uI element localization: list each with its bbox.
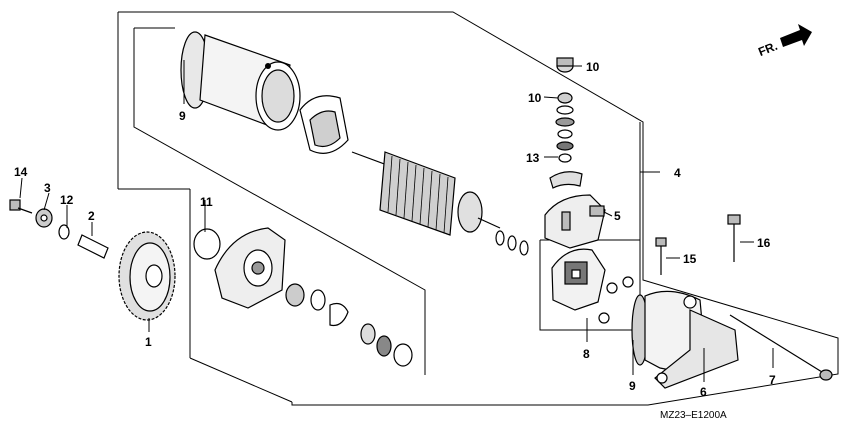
reduction-gear-part <box>118 231 176 321</box>
callout-6: 6 <box>700 385 707 399</box>
bolt-15-part <box>655 237 667 275</box>
armature-part <box>351 151 501 236</box>
diagram-code: MZ23–E1200A <box>660 410 727 421</box>
terminal-nut-top-part <box>556 57 574 73</box>
callout-16: 16 <box>757 236 771 250</box>
bolt-16-part <box>727 214 741 262</box>
rear-cover-part <box>631 290 739 389</box>
callout-11: 11 <box>200 195 213 209</box>
callout-3: 3 <box>44 181 51 195</box>
callout-1: 1 <box>145 335 152 349</box>
magnet-holder-part <box>299 95 349 154</box>
front-cover-part <box>214 227 286 309</box>
callout-12: 12 <box>60 193 74 207</box>
brush-terminal-part <box>544 194 606 249</box>
o-ring-part <box>193 228 221 260</box>
callout-8: 8 <box>583 347 590 361</box>
callout-14: 14 <box>14 165 28 179</box>
callout-4: 4 <box>674 166 681 180</box>
front-direction-label: FR. <box>756 39 779 59</box>
shaft-washers-part <box>495 230 529 256</box>
callout-5: 5 <box>614 209 621 223</box>
callout-labels: 9 11 14 3 12 2 1 10 10 13 4 5 15 16 8 9 … <box>14 60 776 399</box>
bolt-14-part <box>9 199 33 214</box>
washer-12-part <box>58 224 70 240</box>
callout-10-top: 10 <box>586 60 600 74</box>
callout-9-yoke: 9 <box>179 109 186 123</box>
through-bolt-part <box>729 314 833 381</box>
yoke-housing-part <box>180 31 301 131</box>
callout-9-cover: 9 <box>629 379 636 393</box>
assembly-frame-main <box>117 11 839 406</box>
callout-13: 13 <box>526 151 540 165</box>
callout-7: 7 <box>769 373 776 387</box>
leader-lines <box>19 60 774 382</box>
bearing-washer-stack-part <box>285 283 413 367</box>
gear-shaft-part <box>77 234 109 259</box>
callout-2: 2 <box>88 209 95 223</box>
terminal-stack-part <box>549 92 583 189</box>
callout-10: 10 <box>528 91 542 105</box>
brush-holder-assembly-part <box>551 248 634 324</box>
front-direction-arrow-icon: FR. <box>756 24 812 59</box>
collar-part <box>35 208 53 228</box>
callout-15: 15 <box>683 252 697 266</box>
